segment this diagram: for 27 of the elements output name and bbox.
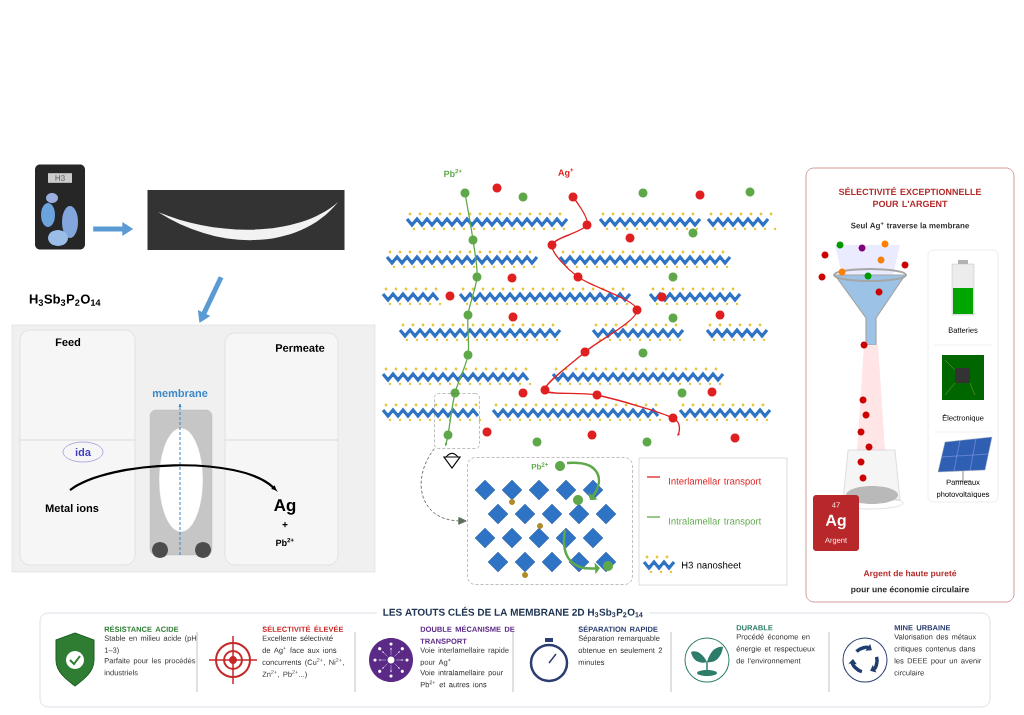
- vial-photo: H3: [35, 164, 85, 250]
- membrane-photo: [147, 190, 345, 250]
- legend-text: H3 nanosheet: [682, 561, 741, 569]
- photo-label: Metal ions: [44, 502, 100, 514]
- legend-text: Interlamellar transport: [669, 477, 762, 487]
- photo-label: Pb$^{2+}$: [276, 537, 294, 547]
- panel-footer: Argent de haute pureté: [863, 570, 957, 579]
- legend-text: Intralamellar transport: [669, 517, 762, 527]
- arrow: [420, 448, 467, 525]
- panel-subtitle: Seul Ag$^{+}$ traverse la membrane: [850, 221, 970, 230]
- setup-photo: [11, 324, 376, 573]
- photo-label: ida: [75, 447, 91, 457]
- ion-label: Pb$^{2+}$: [531, 462, 549, 470]
- ion-label: Pb$^{2+}$: [444, 168, 462, 178]
- zoom-box: [434, 393, 480, 449]
- element-tile: [813, 495, 859, 551]
- photo-label: membrane: [152, 388, 208, 398]
- panel-footer: pour une économie circulaire: [851, 586, 969, 594]
- panel-title: SÉLECTIVITÉ EXCEPTIONNELLE POUR L'ARGENT: [838, 186, 982, 208]
- panel-title: LES ATOUTS CLÉS DE LA MEMBRANE 2D H$_{3}$Sb$_{3}$P$_{2}$O$_{14}$: [376, 605, 650, 619]
- element-symbol: Ag: [825, 514, 846, 530]
- photo-label: Permeate: [276, 344, 325, 352]
- photo-label: Feed: [55, 337, 81, 347]
- ion-label: Ag$^{+}$: [558, 168, 574, 178]
- photo-label: Ag: [272, 498, 298, 516]
- photo-label: +: [282, 522, 288, 528]
- formula-label: H$_{3}$Sb$_{3}$P$_{2}$O$_{14}$: [29, 294, 101, 306]
